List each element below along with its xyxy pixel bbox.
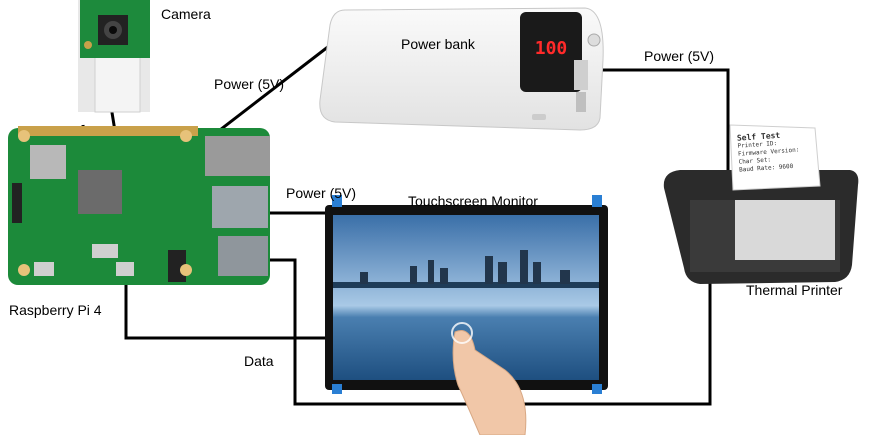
wire-data-pi-to-monitor: [124, 275, 330, 340]
wire-pi-to-printer: [268, 258, 712, 406]
power-bank: [319, 7, 604, 131]
label-power-monitor: Power (5V): [286, 185, 357, 201]
label-raspberry-pi: Raspberry Pi 4: [9, 302, 102, 318]
camera-module: [78, 0, 150, 113]
label-thermal-printer: Thermal Printer: [746, 282, 843, 298]
label-camera: Camera: [161, 6, 211, 22]
power-bank-display: 100: [534, 38, 568, 59]
printer-paper-text: Self Test Printer ID: Firmware Version: …: [737, 129, 818, 174]
touchscreen-monitor: [325, 195, 608, 435]
thermal-printer: [663, 124, 859, 284]
raspberry-pi-board: [8, 126, 270, 285]
label-power-camera: Power (5V): [214, 76, 285, 92]
label-touchscreen-monitor: Touchscreen Monitor: [408, 193, 538, 209]
wire-powerbank-to-printer: [583, 68, 730, 170]
label-power-printer: Power (5V): [644, 48, 715, 64]
label-data: Data: [244, 353, 274, 369]
label-power-bank: Power bank: [401, 36, 475, 52]
